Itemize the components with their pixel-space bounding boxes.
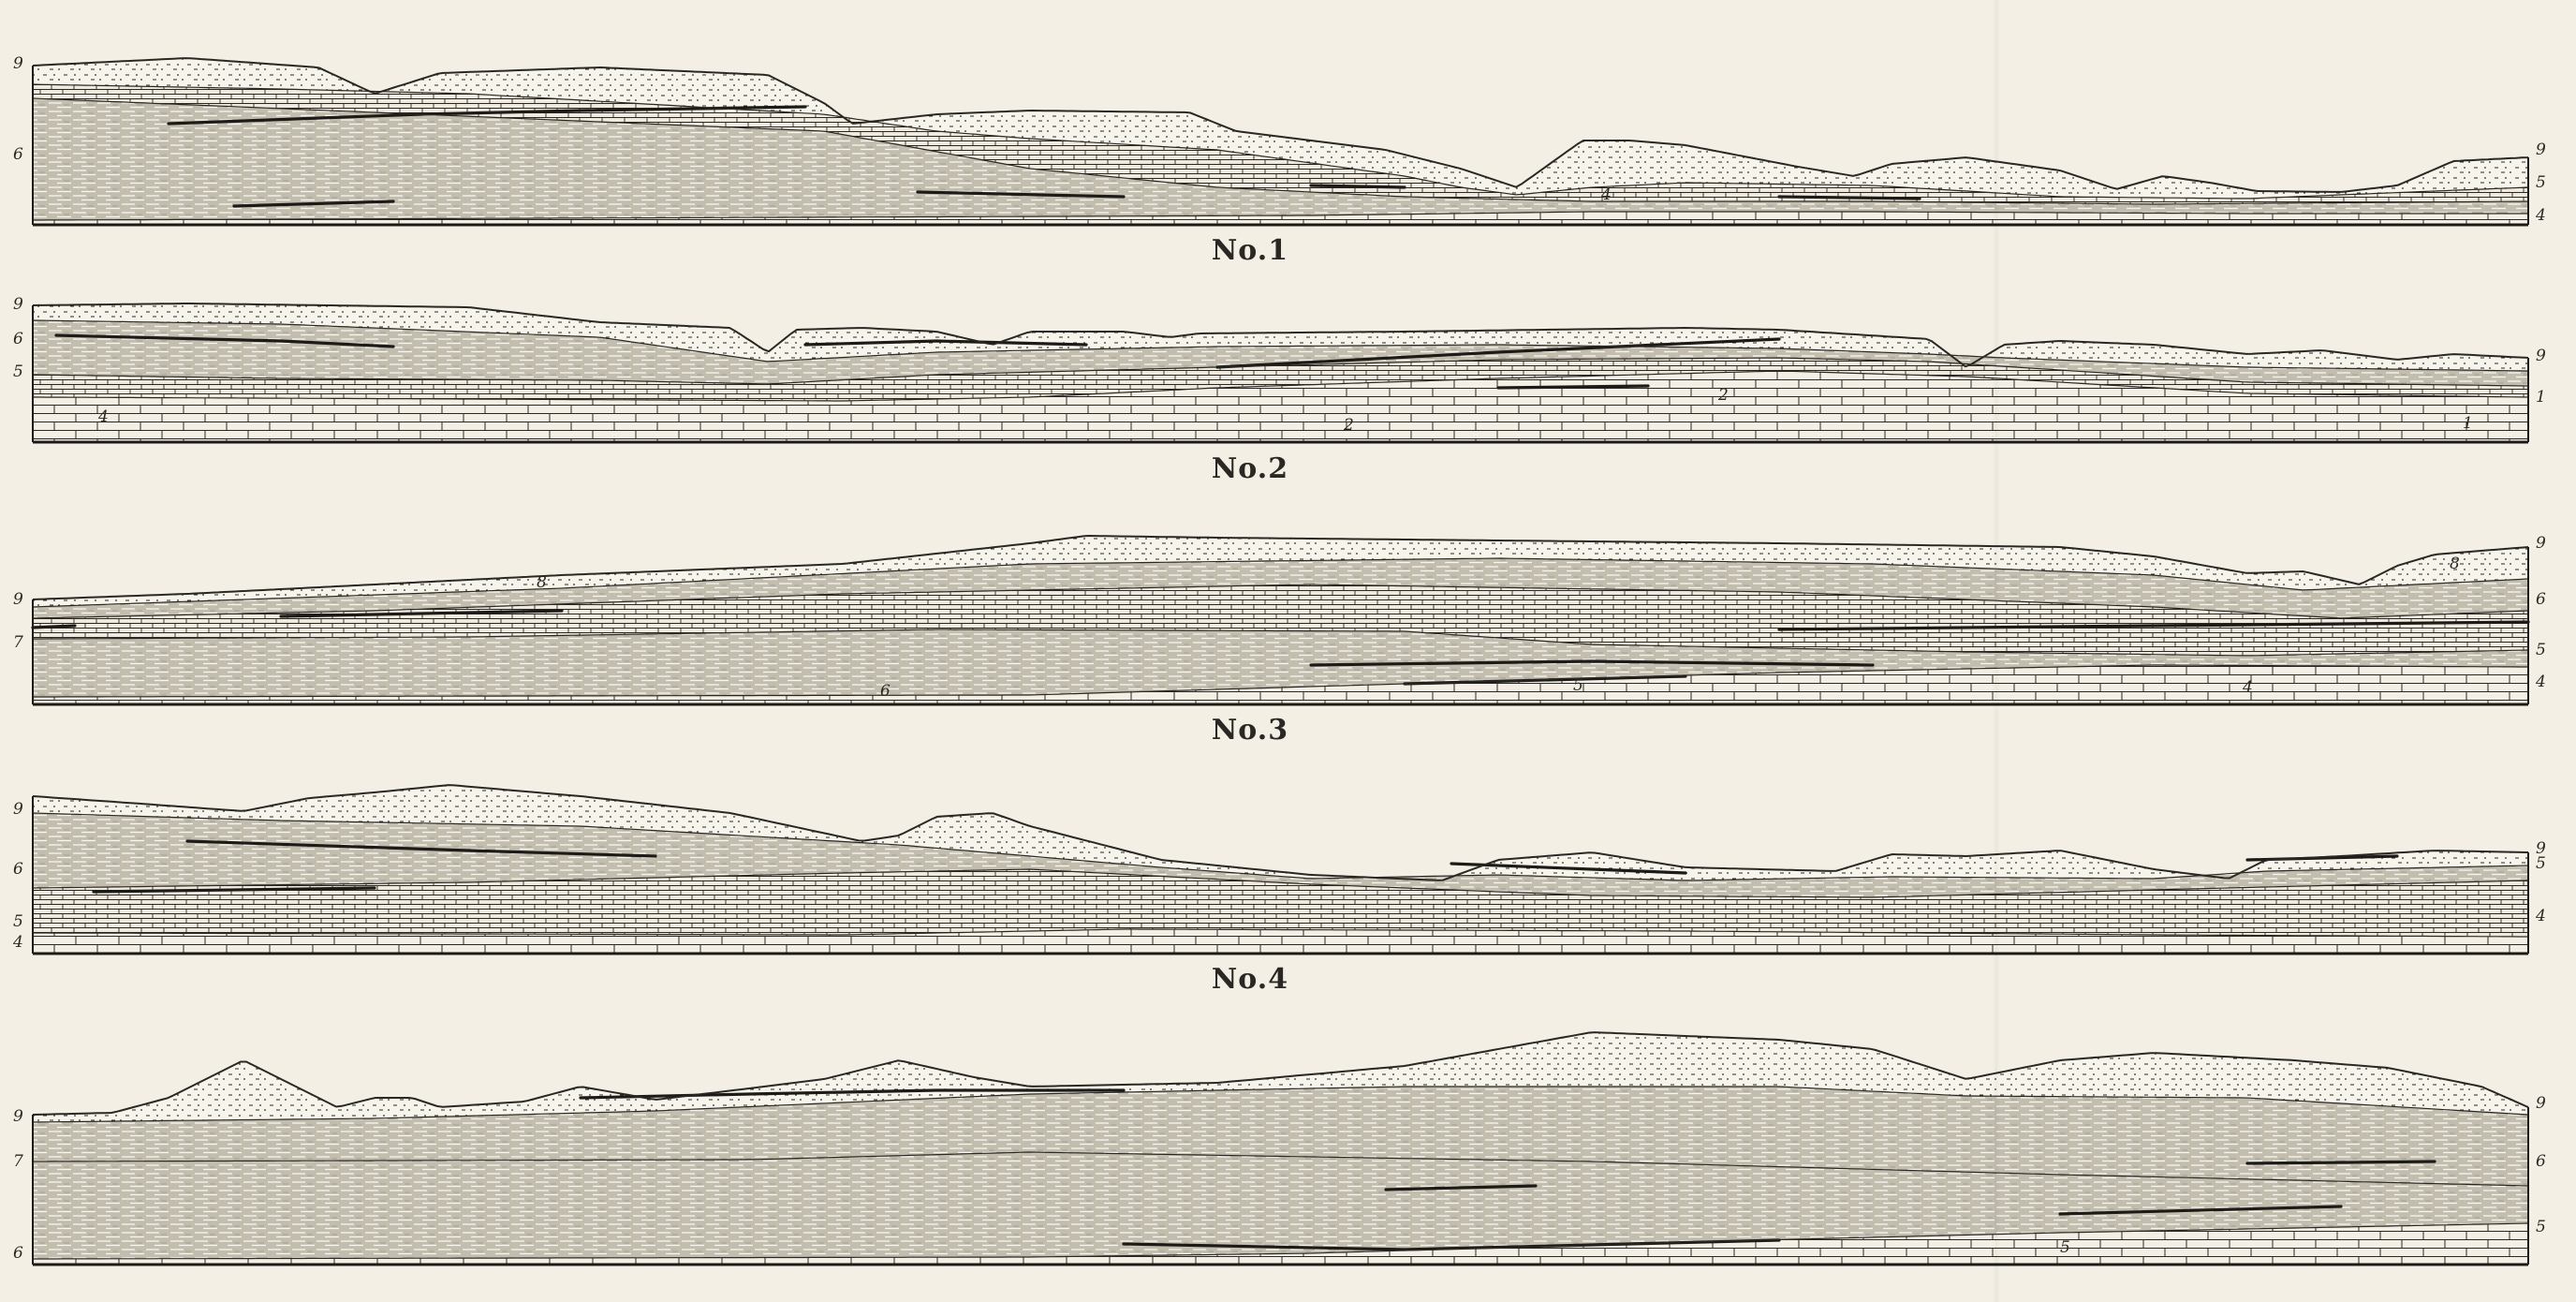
right-stratum-label: 4 bbox=[2536, 674, 2546, 690]
inner-stratum-label: 2 bbox=[1344, 418, 1354, 434]
right-stratum-label: 4 bbox=[2536, 909, 2546, 925]
section-3 bbox=[33, 536, 2528, 704]
section-2 bbox=[33, 303, 2528, 442]
left-stratum-label: 9 bbox=[13, 56, 23, 72]
right-stratum-label: 6 bbox=[2536, 592, 2546, 608]
section-1-caption: No.1 bbox=[1156, 234, 1344, 267]
left-stratum-label: 9 bbox=[13, 592, 23, 608]
inner-stratum-label: 4 bbox=[98, 409, 109, 425]
right-stratum-label: 9 bbox=[2536, 536, 2546, 552]
left-stratum-label: 6 bbox=[13, 862, 23, 878]
right-stratum-label: 4 bbox=[2536, 208, 2546, 224]
left-stratum-label: 9 bbox=[13, 1109, 23, 1125]
right-stratum-label: 9 bbox=[2536, 1096, 2546, 1112]
left-stratum-label: 7 bbox=[13, 1154, 23, 1170]
left-stratum-label: 9 bbox=[13, 297, 23, 313]
right-stratum-label: 5 bbox=[2536, 175, 2546, 191]
coal-seam bbox=[33, 626, 75, 628]
inner-stratum-label: 4 bbox=[1601, 187, 1612, 203]
right-stratum-label: 9 bbox=[2536, 348, 2546, 364]
left-stratum-label: 9 bbox=[13, 802, 23, 818]
coal-seam bbox=[1779, 197, 1920, 199]
inner-stratum-label: 5 bbox=[1573, 678, 1583, 694]
inner-stratum-label: 8 bbox=[537, 575, 547, 591]
coal-seam bbox=[1311, 185, 1405, 187]
page-fold bbox=[1993, 0, 2000, 1302]
inner-stratum-label: 2 bbox=[1718, 388, 1729, 404]
section-2-caption: No.2 bbox=[1156, 452, 1344, 485]
section-4-caption: No.4 bbox=[1156, 963, 1344, 996]
left-stratum-label: 6 bbox=[13, 1246, 23, 1262]
coal-seam bbox=[1498, 386, 1648, 388]
inner-stratum-label: 4 bbox=[2243, 680, 2253, 696]
inner-stratum-label: 6 bbox=[880, 684, 891, 700]
left-stratum-label: 7 bbox=[13, 635, 23, 651]
section-3-caption: No.3 bbox=[1156, 714, 1344, 747]
right-stratum-label: 9 bbox=[2536, 142, 2546, 158]
section-1 bbox=[33, 58, 2528, 225]
inner-stratum-label: 1 bbox=[2463, 416, 2473, 432]
right-stratum-label: 1 bbox=[2536, 390, 2546, 406]
left-stratum-label: 4 bbox=[13, 935, 23, 951]
section-4 bbox=[33, 785, 2528, 954]
inner-stratum-label: 8 bbox=[2450, 556, 2460, 572]
left-stratum-label: 6 bbox=[13, 147, 23, 163]
coal-seam bbox=[2247, 1161, 2435, 1163]
right-stratum-label: 5 bbox=[2536, 856, 2546, 872]
left-stratum-label: 5 bbox=[13, 914, 23, 930]
right-stratum-label: 5 bbox=[2536, 643, 2546, 658]
inner-stratum-label: 5 bbox=[2060, 1240, 2070, 1256]
right-stratum-label: 6 bbox=[2536, 1154, 2546, 1170]
left-stratum-label: 5 bbox=[13, 364, 23, 380]
left-stratum-label: 6 bbox=[13, 332, 23, 348]
section-5 bbox=[33, 1032, 2528, 1265]
right-stratum-label: 5 bbox=[2536, 1220, 2546, 1235]
